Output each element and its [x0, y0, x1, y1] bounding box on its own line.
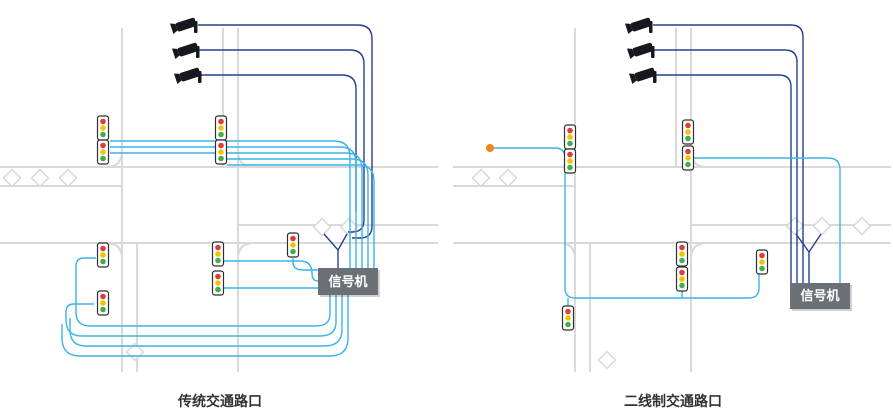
- caption-traditional: 传统交通路口: [178, 393, 262, 409]
- cctv-camera-icon: [169, 15, 198, 35]
- traffic-light-icon: [561, 305, 575, 331]
- signal-wire: [224, 260, 319, 282]
- detector-diamond-icon: [2, 168, 22, 188]
- detector-diamond-icon: [498, 168, 518, 188]
- traffic-light-icon: [755, 249, 769, 275]
- traffic-light-icon: [211, 270, 225, 296]
- signal-wire: [110, 152, 363, 268]
- camera-wires: [653, 24, 822, 283]
- signal-box-rect: [790, 283, 850, 309]
- detector-diamond-icon: [785, 216, 805, 236]
- traffic-light-icon: [563, 124, 577, 150]
- detector-wire: [323, 233, 348, 268]
- traffic-light-icon: [681, 145, 695, 171]
- cctv-cameras: [169, 15, 202, 85]
- traffic-light-icon: [286, 232, 300, 258]
- cctv-cameras: [624, 15, 657, 85]
- camera-wire: [653, 49, 798, 283]
- panel-two-wire-intersection: 信号机 二线制交通路口: [452, 0, 893, 411]
- camera-wire: [198, 24, 373, 239]
- detector-wire: [795, 233, 822, 283]
- cctv-camera-icon: [173, 65, 202, 85]
- signal-box-rect: [318, 268, 378, 295]
- signal-box: 信号机: [790, 283, 852, 311]
- detector-diamond-icon: [471, 168, 491, 188]
- road-grid: [452, 27, 892, 373]
- traffic-light-icon: [675, 266, 689, 292]
- signal-wire: [693, 157, 841, 283]
- camera-wire: [198, 74, 357, 212]
- signal-wire: [292, 258, 318, 271]
- signal-wire: [227, 158, 369, 268]
- detector-diamonds: [471, 168, 872, 370]
- signal-box-label: 信号机: [800, 288, 839, 303]
- signal-wire: [227, 164, 375, 268]
- signal-wire: [494, 147, 760, 299]
- traffic-lights: [96, 115, 300, 316]
- detector-diamond-icon: [312, 217, 332, 237]
- traffic-light-icon: [214, 115, 228, 141]
- traffic-light-icon: [563, 148, 577, 174]
- traffic-light-icon: [96, 242, 110, 268]
- detector-diamond-icon: [812, 216, 832, 236]
- cctv-camera-icon: [624, 15, 653, 35]
- camera-wire: [653, 24, 804, 283]
- traffic-light-icon: [96, 115, 110, 141]
- caption-two-wire: 二线制交通路口: [624, 393, 722, 409]
- signal-box: 信号机: [318, 268, 380, 297]
- panel-traditional-intersection: 信号机 传统交通路口: [0, 0, 440, 411]
- two-wire-intersection-drawing: 信号机: [452, 15, 892, 373]
- signal-wire: [75, 257, 331, 327]
- detector-diamonds: [2, 168, 359, 362]
- detector-diamond-icon: [339, 217, 359, 237]
- cctv-camera-icon: [171, 40, 200, 60]
- camera-wire: [198, 49, 365, 233]
- camera-wire: [653, 74, 792, 283]
- detector-dot-icon: [486, 144, 494, 152]
- signal-wire: [61, 295, 349, 357]
- cctv-camera-icon: [628, 65, 657, 85]
- traffic-light-icon: [681, 119, 695, 145]
- traffic-light-icon: [96, 290, 110, 316]
- traffic-light-icon: [211, 241, 225, 267]
- detector-diamond-icon: [30, 168, 50, 188]
- detector-diamond-icon: [58, 168, 78, 188]
- detector-diamond-icon: [597, 350, 617, 370]
- signal-box-label: 信号机: [328, 274, 367, 289]
- detector-diamond-icon: [852, 216, 872, 236]
- signal-wire: [110, 146, 357, 268]
- traffic-light-icon: [96, 139, 110, 165]
- traditional-intersection-drawing: 信号机: [0, 15, 439, 373]
- signal-wire: [110, 140, 351, 268]
- camera-wires: [198, 24, 373, 268]
- traffic-light-icon: [214, 139, 228, 165]
- cctv-camera-icon: [626, 40, 655, 60]
- traffic-light-icon: [675, 241, 689, 267]
- signal-wire: [69, 295, 343, 347]
- signal-wires: [61, 140, 375, 357]
